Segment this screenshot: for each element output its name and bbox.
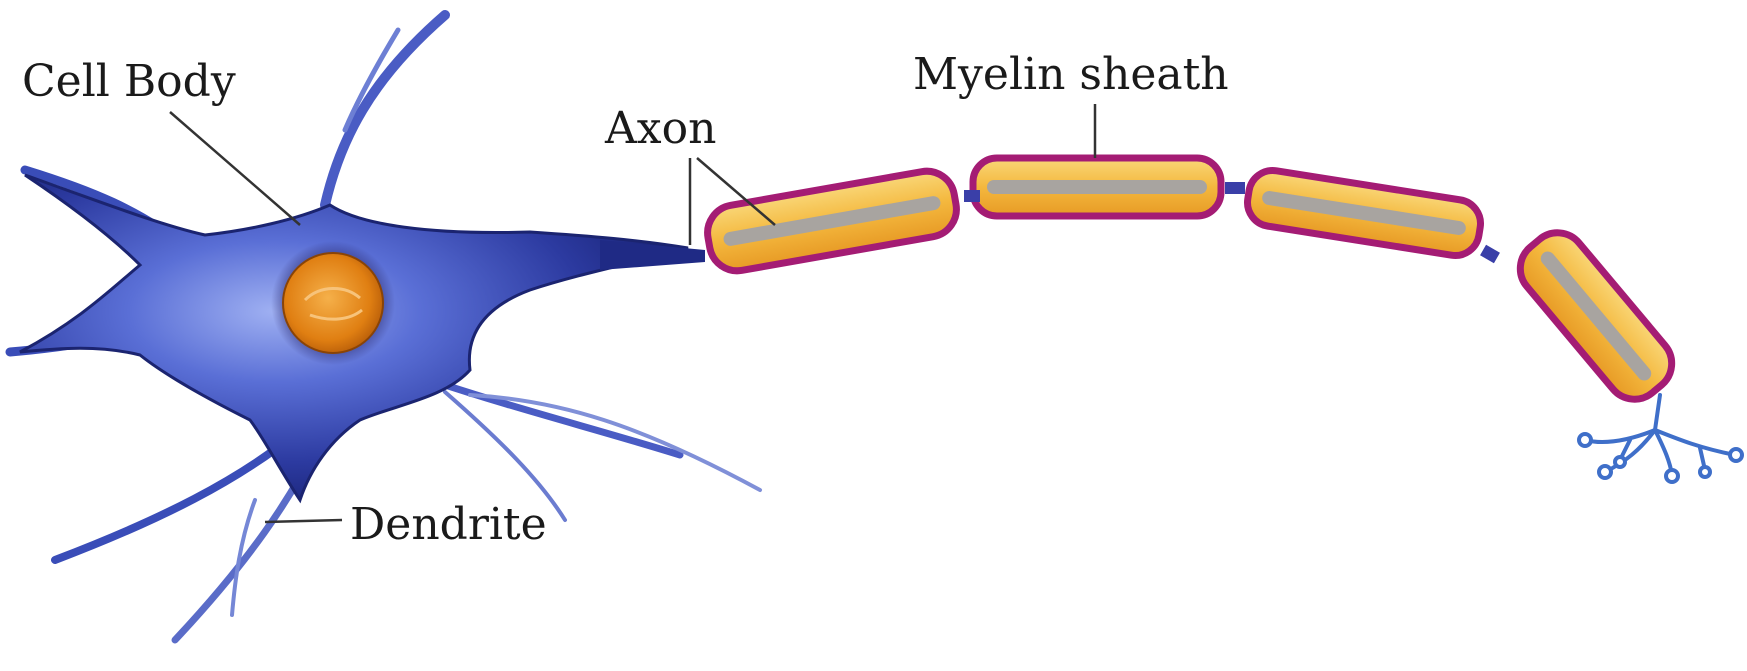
nucleus [283, 253, 383, 353]
myelin-sheath-label: Myelin sheath [913, 53, 1229, 97]
myelin-sheath [703, 158, 1683, 411]
dendrite-top-fork [345, 30, 398, 130]
dendrite-top [325, 15, 445, 205]
axon-terminals [1579, 395, 1742, 482]
node-of-ranvier [1480, 245, 1500, 263]
myelin-segment-2 [973, 158, 1221, 216]
dendrite-lower-left [55, 430, 300, 560]
myelin-segment-4 [1509, 221, 1683, 410]
axon-label: Axon [605, 107, 716, 151]
myelin-segment-3 [1244, 167, 1484, 259]
node-of-ranvier [1225, 182, 1245, 194]
node-of-ranvier [964, 190, 980, 202]
leader-cell-body [170, 112, 300, 225]
myelin-segment-1 [703, 167, 961, 275]
dendrite-right-lower [430, 380, 680, 455]
dendrite-label: Dendrite [350, 503, 547, 547]
cell-body-label: Cell Body [22, 60, 236, 104]
